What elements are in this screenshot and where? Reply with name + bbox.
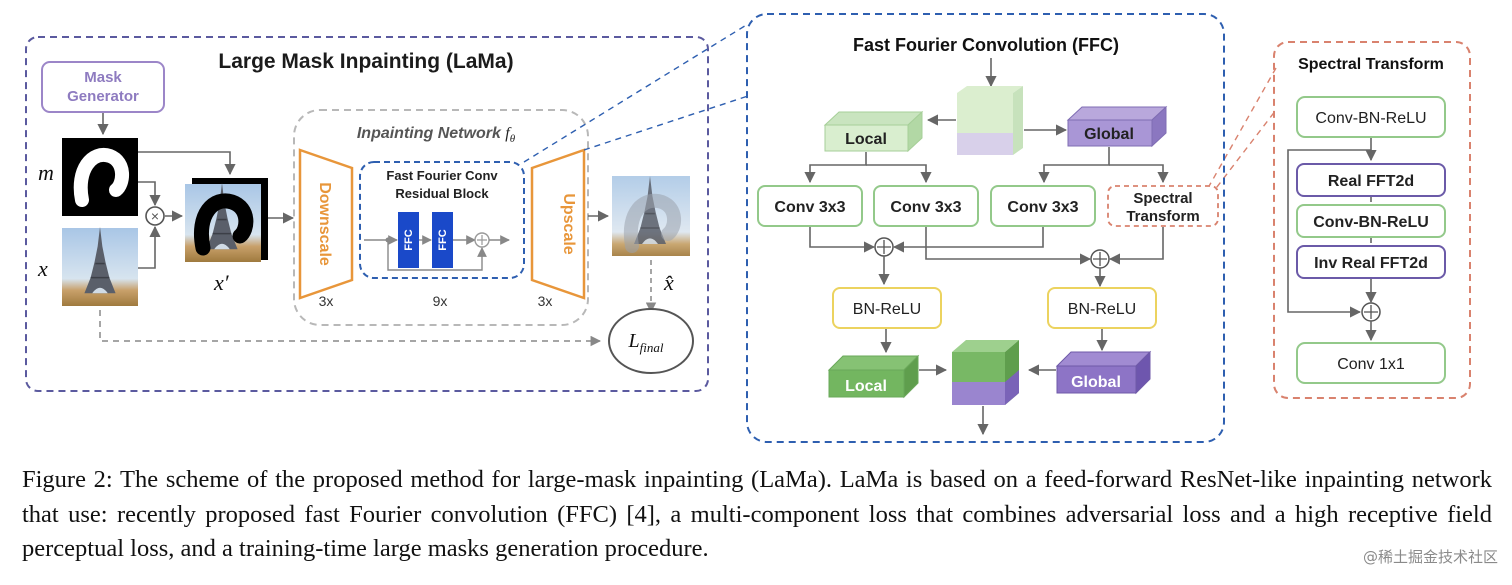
var-xhat: x̂ bbox=[663, 270, 674, 295]
spectral-transform-box bbox=[1107, 185, 1219, 227]
spectral-step-inv-real-fft2d bbox=[1296, 245, 1446, 279]
loss-label: Lfinal bbox=[628, 330, 664, 355]
multiply-symbol: × bbox=[151, 208, 159, 224]
conv-local-to-local-label: Conv 3x3 bbox=[774, 199, 845, 216]
downscale-block bbox=[298, 148, 354, 300]
var-x: x bbox=[37, 256, 48, 281]
var-xprime: x′ bbox=[213, 270, 230, 295]
ffc-block-label-line2: Residual Block bbox=[395, 186, 489, 201]
spectral-panel-border bbox=[1273, 41, 1471, 399]
watermark: @稀土掘金技术社区 bbox=[1362, 548, 1498, 566]
local-output-cube bbox=[827, 354, 920, 399]
bn-relu-local-label: BN-ReLU bbox=[853, 301, 921, 318]
ffc-layer-2-label: FFC bbox=[437, 229, 449, 250]
inpainting-network-label: Inpainting Network fθ bbox=[357, 125, 516, 145]
spectral-step-3-label: Conv-BN-ReLU bbox=[1313, 214, 1429, 231]
conv-global-to-local bbox=[990, 185, 1096, 227]
spectral-step-2-label: Real FFT2d bbox=[1328, 173, 1414, 190]
spectral-step-conv-1x1 bbox=[1296, 342, 1446, 384]
spectral-step-5-label: Conv 1x1 bbox=[1337, 356, 1405, 373]
spectral-transform-label-line1: Spectral bbox=[1133, 190, 1192, 207]
ffc-title: Fast Fourier Convolution (FFC) bbox=[853, 35, 1119, 55]
ffc-input-cube bbox=[957, 86, 1023, 155]
ffc-block-label-line1: Fast Fourier Conv bbox=[386, 168, 498, 183]
count-ffc-blocks: 9x bbox=[433, 293, 448, 309]
mask-image bbox=[62, 138, 138, 216]
spectral-step-conv-bn-relu-2 bbox=[1296, 204, 1446, 238]
ffc-layer-1-label: FFC bbox=[403, 229, 415, 250]
spectral-title: Spectral Transform bbox=[1298, 56, 1444, 73]
ffc-residual-block-border bbox=[359, 161, 525, 279]
conv-local-to-global bbox=[873, 185, 979, 227]
conv-local-to-global-label: Conv 3x3 bbox=[890, 199, 961, 216]
ffc-output-cube bbox=[952, 340, 1019, 405]
conv-local-to-local bbox=[757, 185, 863, 227]
downscale-label: Downscale bbox=[316, 182, 333, 266]
spectral-step-1-label: Conv-BN-ReLU bbox=[1315, 110, 1426, 127]
inpainting-network-border bbox=[293, 109, 589, 326]
output-image bbox=[612, 175, 690, 256]
conv-global-to-local-label: Conv 3x3 bbox=[1007, 199, 1078, 216]
masked-image bbox=[185, 178, 268, 262]
var-m: m bbox=[38, 160, 54, 185]
mask-generator-box bbox=[41, 61, 165, 113]
spectral-step-real-fft2d bbox=[1296, 163, 1446, 197]
bn-relu-global-label: BN-ReLU bbox=[1068, 301, 1136, 318]
ffc-layer-1 bbox=[398, 212, 419, 268]
spectral-step-4-label: Inv Real FFT2d bbox=[1314, 255, 1428, 272]
spectral-transform-label-line2: Transform bbox=[1126, 208, 1199, 225]
bn-relu-local bbox=[832, 287, 942, 329]
local-output-label: Local bbox=[845, 378, 887, 395]
count-upscale: 3x bbox=[538, 293, 553, 309]
global-output-cube bbox=[1055, 350, 1152, 395]
upscale-block bbox=[530, 148, 586, 300]
loss-node bbox=[608, 308, 694, 374]
mask-generator-label-line2: Generator bbox=[67, 88, 139, 105]
figure-caption: Figure 2: The scheme of the proposed met… bbox=[22, 466, 1492, 562]
spectral-step-conv-bn-relu-1 bbox=[1296, 96, 1446, 138]
lama-title: Large Mask Inpainting (LaMa) bbox=[218, 50, 513, 73]
local-cube bbox=[823, 110, 924, 153]
mask-generator-label-line1: Mask bbox=[84, 69, 122, 86]
global-label: Global bbox=[1084, 126, 1134, 143]
ffc-layer-2 bbox=[432, 212, 453, 268]
ffc-panel-border bbox=[746, 13, 1225, 443]
bn-relu-global bbox=[1047, 287, 1157, 329]
upscale-label: Upscale bbox=[560, 193, 577, 254]
lama-architecture-figure: Large Mask Inpainting (LaMa) Mask Genera… bbox=[25, 13, 1471, 443]
input-image bbox=[62, 226, 138, 306]
global-cube bbox=[1066, 105, 1168, 148]
local-label: Local bbox=[845, 131, 887, 148]
lama-panel-border bbox=[25, 36, 709, 392]
global-output-label: Global bbox=[1071, 374, 1121, 391]
count-downscale: 3x bbox=[319, 293, 334, 309]
